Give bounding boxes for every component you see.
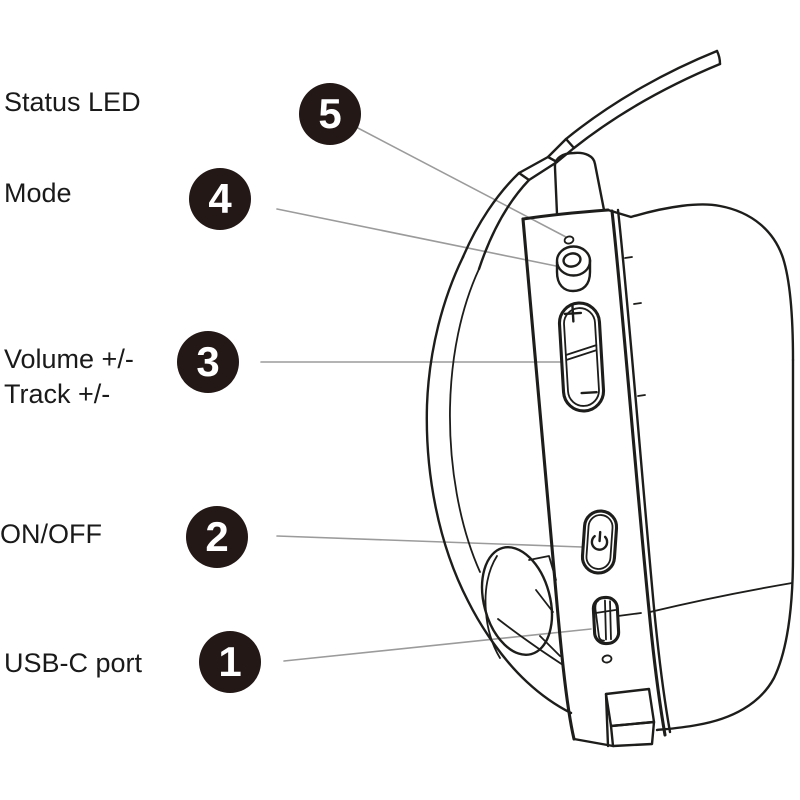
callout-badge-1: 1	[199, 631, 261, 693]
ear-cup-side-panel	[521, 208, 672, 748]
callout-badge-5: 5	[299, 83, 361, 145]
callout-badge-3: 3	[177, 331, 239, 393]
power-button	[580, 509, 619, 575]
mic-hole-dot	[601, 654, 613, 664]
callout-lines	[260, 126, 592, 662]
headband-slider-stem	[553, 151, 606, 216]
label-on-off: ON/OFF	[0, 519, 102, 549]
hinge-block-bottom	[609, 720, 656, 748]
callout-number: 5	[318, 90, 342, 137]
volume-track-rocker	[557, 301, 606, 413]
callout-number: 2	[205, 513, 229, 560]
hinge-block-top	[604, 687, 656, 728]
power-icon	[598, 530, 602, 543]
callout-line-4	[276, 208, 557, 267]
ear-cup-shell	[606, 203, 795, 732]
callout-number: 1	[218, 638, 242, 685]
callout-line-2	[276, 535, 583, 548]
minus-icon	[580, 390, 598, 395]
status-led-dot	[563, 235, 575, 245]
usb-c-port	[591, 595, 621, 646]
mode-button	[555, 245, 592, 293]
status-led	[563, 235, 575, 245]
ear-cushion	[425, 255, 573, 715]
label-mode: Mode	[4, 178, 72, 208]
callout-number: 4	[208, 175, 232, 222]
label-status-led: Status LED	[4, 87, 141, 117]
power-icon	[590, 534, 609, 551]
callout-line-5	[355, 126, 567, 238]
plus-icon	[571, 304, 575, 323]
label-usb-c-port: USB-C port	[4, 648, 143, 678]
headband	[461, 49, 722, 271]
callout-number: 3	[196, 338, 220, 385]
label-volume-track: Volume +/- Track +/-	[4, 344, 134, 409]
callout-line-1	[283, 628, 592, 662]
callout-badge-2: 2	[186, 506, 248, 568]
callout-badge-4: 4	[189, 168, 251, 230]
